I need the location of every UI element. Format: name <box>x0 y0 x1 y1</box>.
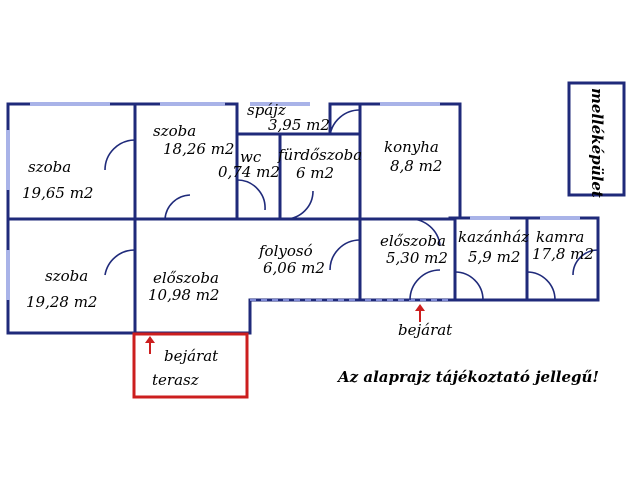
room-area-szoba-2: 18,26 m2 <box>163 140 234 158</box>
main-entry-label: bejárat <box>398 321 453 339</box>
disclaimer-text: Az alaprajz tájékoztató jellegű! <box>336 368 599 386</box>
terrace-label: terasz <box>152 371 199 389</box>
doors <box>104 109 599 301</box>
entrance-arrow-main <box>415 304 425 322</box>
room-area-kamra: 17,8 m2 <box>532 245 594 263</box>
room-area-wc: 0,74 m2 <box>218 163 280 181</box>
room-area-spajz: 3,95 m2 <box>268 116 330 134</box>
outbuilding-outline <box>567 81 626 197</box>
room-name-furdoszoba: fürdőszoba <box>277 146 362 164</box>
room-area-kazanhaz: 5,9 m2 <box>468 248 520 266</box>
room-name-kamra: kamra <box>536 228 584 246</box>
windows <box>6 102 580 300</box>
room-name-konyha: konyha <box>384 138 439 156</box>
room-name-szoba-1: szoba <box>28 158 71 176</box>
room-name-eloszoba-1: előszoba <box>153 269 219 287</box>
room-name-szoba-2: szoba <box>153 122 196 140</box>
room-area-konyha: 8,8 m2 <box>390 157 442 175</box>
room-area-eloszoba-2: 5,30 m2 <box>386 249 448 267</box>
room-name-folyoso: folyosó <box>258 242 313 260</box>
terrace-outline <box>132 332 249 399</box>
room-name-kazanhaz: kazánház <box>458 228 529 246</box>
room-area-furdoszoba: 6 m2 <box>296 164 334 182</box>
room-area-szoba-1: 19,65 m2 <box>22 184 93 202</box>
entrance-arrow-terrace <box>145 336 155 354</box>
room-area-folyoso: 6,06 m2 <box>263 259 325 277</box>
room-name-szoba-3: szoba <box>45 267 88 285</box>
terrace-entry-label: bejárat <box>164 347 219 365</box>
room-name-wc: wc <box>240 148 262 166</box>
outbuilding-label: melléképület <box>588 88 606 198</box>
room-name-eloszoba-2: előszoba <box>380 232 446 250</box>
room-area-szoba-3: 19,28 m2 <box>26 293 97 311</box>
room-area-eloszoba-1: 10,98 m2 <box>148 286 219 304</box>
room-name-spajz: spájz <box>247 101 286 119</box>
